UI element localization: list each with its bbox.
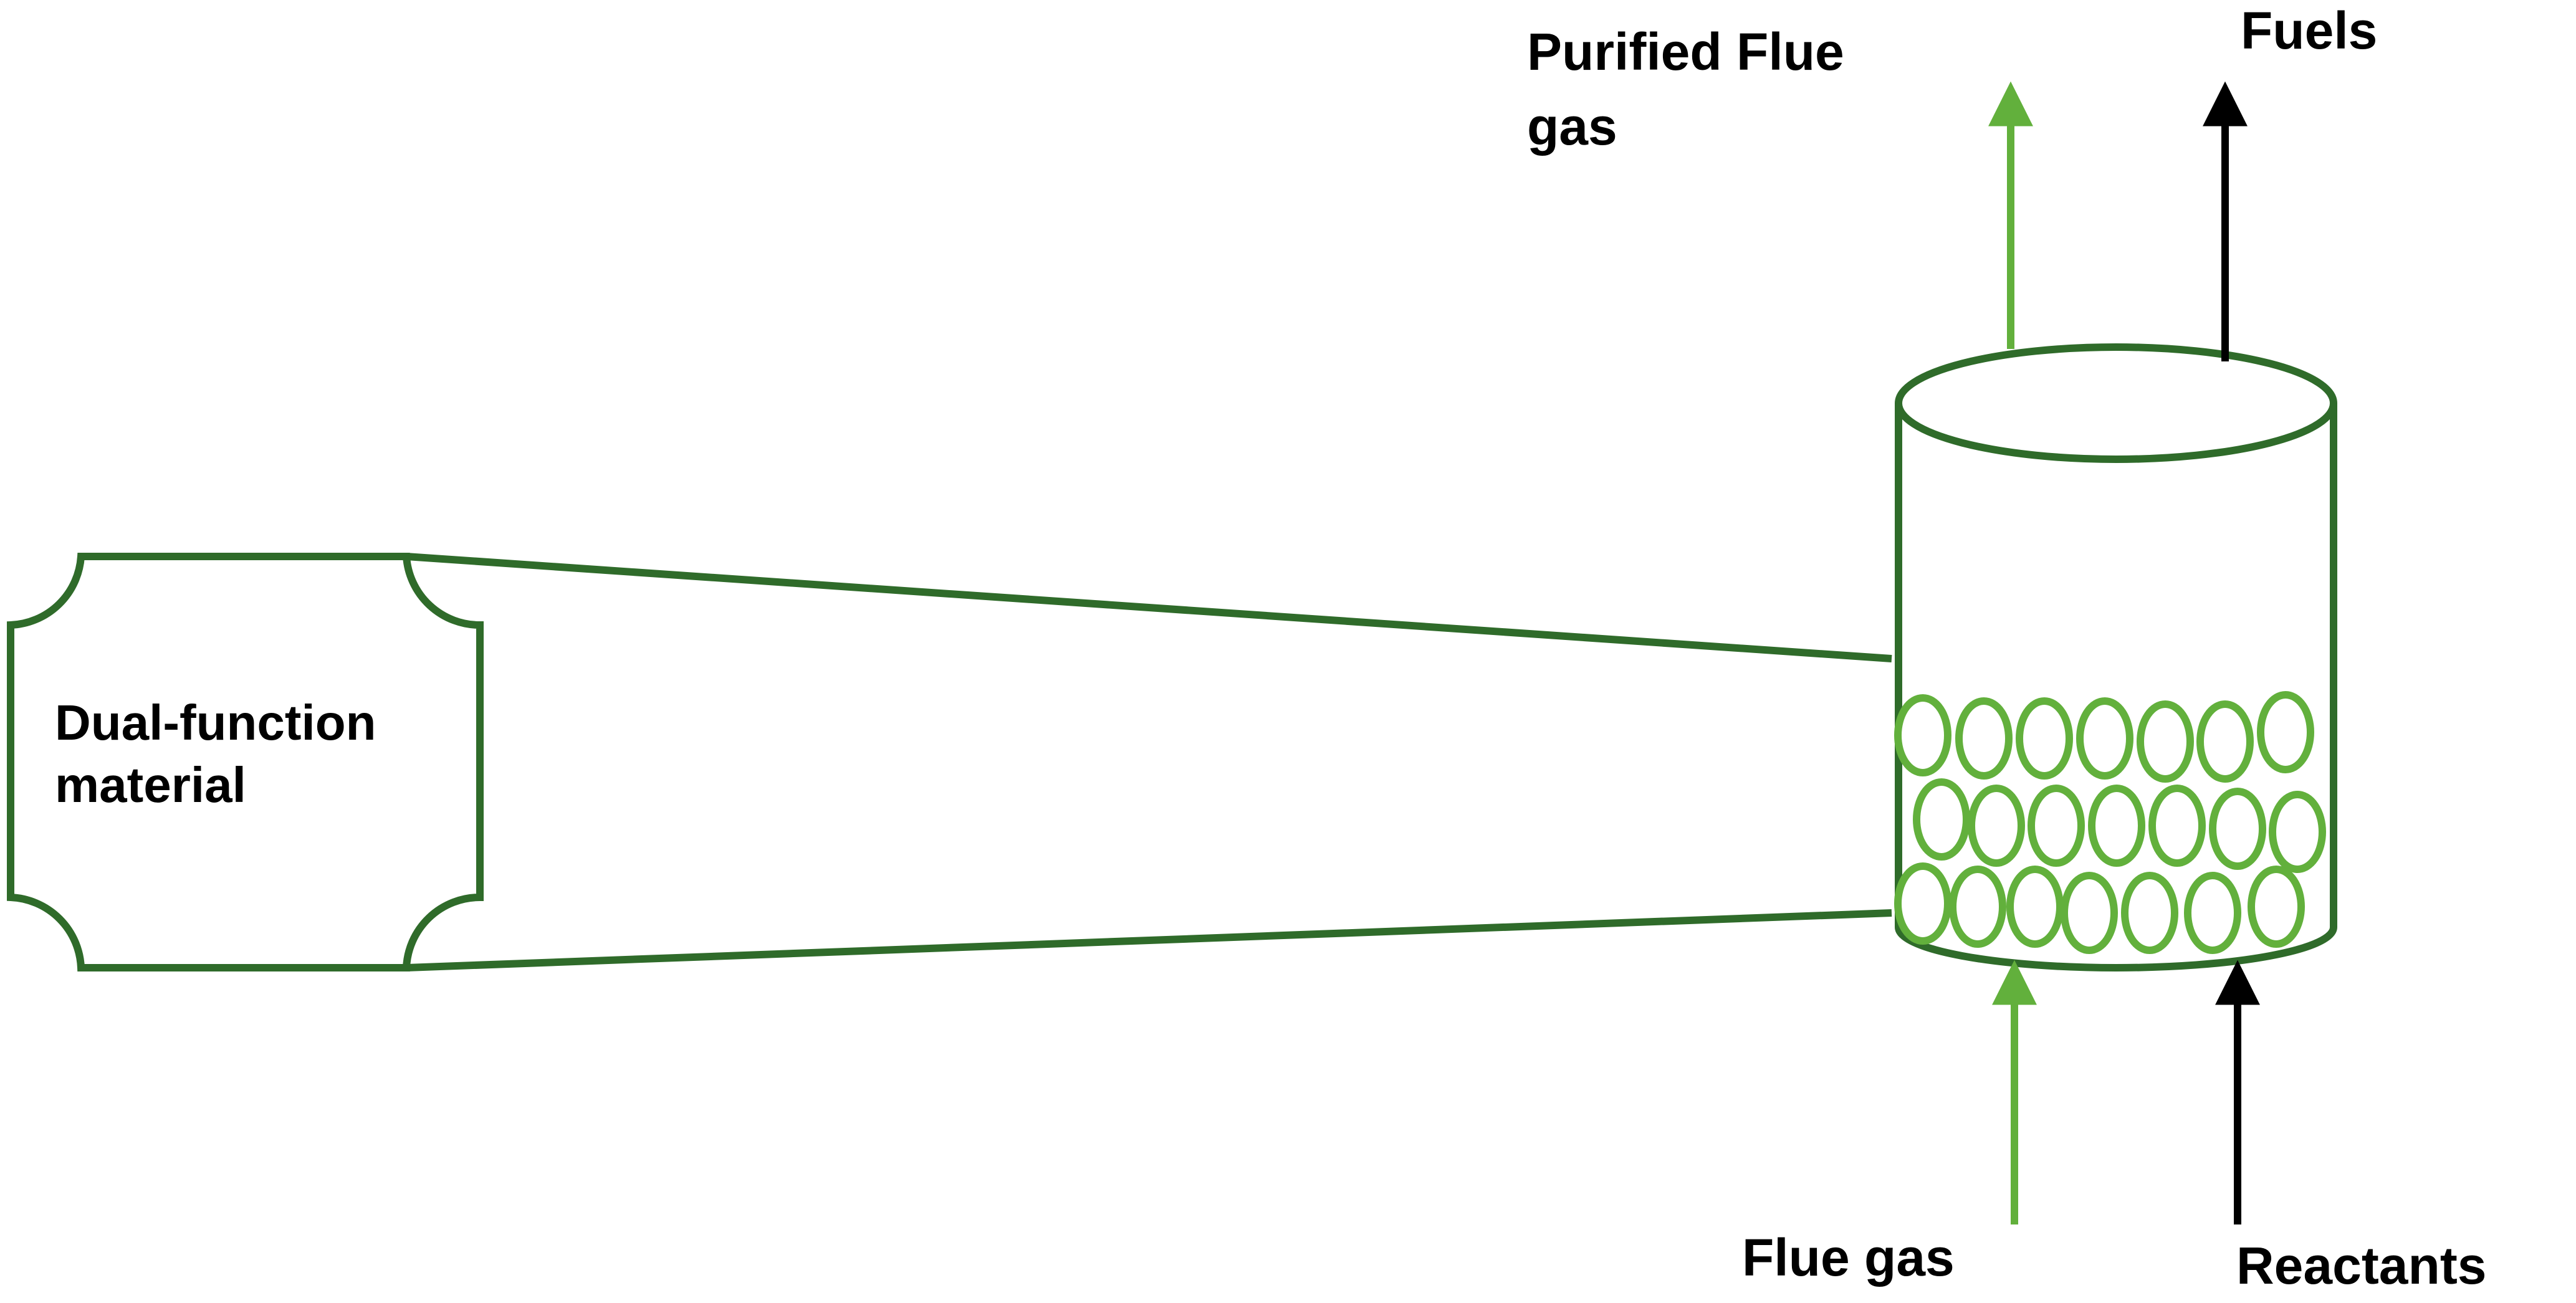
reactants-label: Reactants: [2236, 1236, 2487, 1295]
reactor-top-ellipse: [1895, 343, 2337, 463]
pellet: [2088, 785, 2145, 867]
pellet: [2257, 691, 2314, 773]
pellet: [2269, 791, 2326, 873]
fuels-label: Fuels: [2241, 1, 2377, 60]
dual-function-material-label: Dual-function material: [55, 695, 390, 813]
reactor-bottom-arc: [1895, 927, 2337, 971]
pellet: [2184, 872, 2241, 954]
flue-gas-label: Flue gas: [1742, 1228, 1955, 1287]
purified-flue-gas-label: Purified Flue gas: [1527, 22, 1859, 156]
pellet: [2016, 697, 2073, 780]
pellet: [1955, 697, 2013, 780]
pellet: [1968, 785, 2025, 867]
reactor-cylinder: [1895, 343, 2337, 971]
pellet: [2061, 872, 2118, 954]
pellet: [2121, 872, 2178, 954]
zoom-line-bottom: [406, 909, 1892, 971]
pellet: [2028, 785, 2085, 867]
pellet: [1913, 778, 1970, 861]
pellet: [2006, 866, 2064, 948]
pellet-bed: [1894, 691, 2326, 954]
pellet: [2137, 700, 2194, 783]
pellet: [2196, 700, 2254, 783]
pellet: [1894, 862, 1951, 945]
pellet: [2148, 785, 2206, 867]
pellet: [2076, 697, 2133, 780]
pellet: [2248, 866, 2305, 948]
pellet: [1894, 694, 1951, 776]
pellet: [1949, 866, 2006, 948]
zoom-line-top: [406, 553, 1892, 662]
pellet: [2209, 788, 2266, 870]
